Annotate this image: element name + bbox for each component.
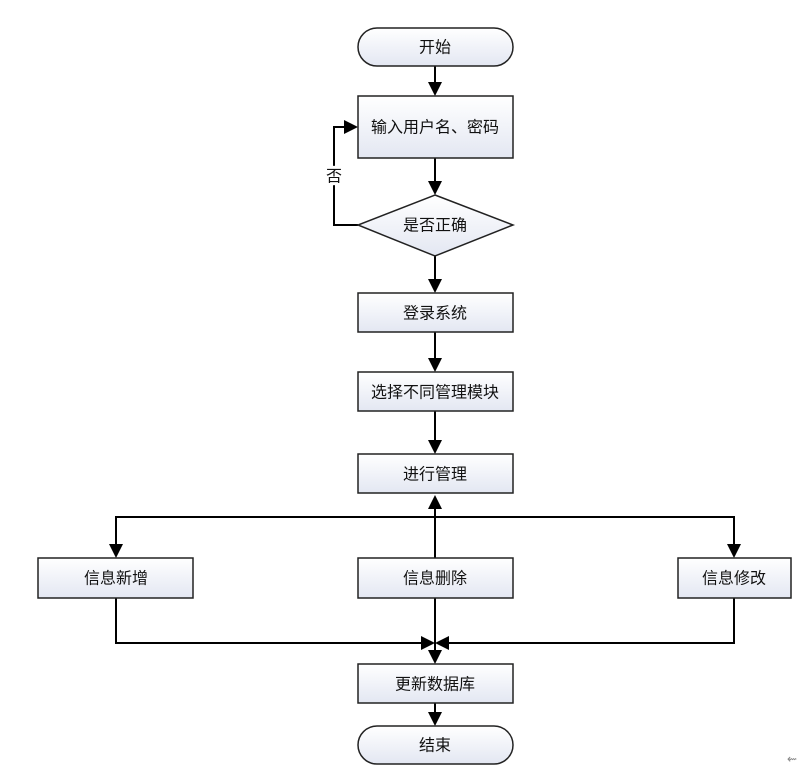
- corner-arrow-icon: ⇜: [786, 752, 797, 766]
- arrow-start-to-input: [428, 82, 442, 96]
- node-delete: 信息删除: [357, 557, 514, 599]
- arrow-decision-to-login: [428, 279, 442, 293]
- arrowheads: [109, 82, 741, 726]
- node-start: 开始: [357, 27, 514, 67]
- arrow-login-to-select: [428, 358, 442, 372]
- node-decision: 是否正确: [355, 194, 516, 257]
- arrow-update-to-end: [428, 712, 442, 726]
- arrow-right-merge: [435, 636, 449, 650]
- node-end-label: 结束: [419, 736, 451, 755]
- arrow-left-merge: [421, 636, 435, 650]
- node-modify-label: 信息修改: [702, 569, 766, 588]
- node-input-label: 输入用户名、密码: [371, 118, 499, 137]
- arrow-merge-to-update: [428, 650, 442, 664]
- arrow-input-to-decision: [428, 181, 442, 195]
- node-start-label: 开始: [419, 38, 451, 57]
- node-select: 选择不同管理模块: [357, 371, 514, 412]
- arrow-up-to-manage: [428, 495, 442, 509]
- node-update-label: 更新数据库: [395, 675, 475, 694]
- connectors: [115, 66, 735, 714]
- edge-no-label: 否: [326, 167, 342, 186]
- node-add: 信息新增: [37, 557, 194, 599]
- node-manage-label: 进行管理: [403, 465, 467, 484]
- node-login-label: 登录系统: [403, 304, 467, 323]
- node-modify: 信息修改: [677, 557, 792, 599]
- node-decision-label: 是否正确: [403, 216, 467, 235]
- node-manage: 进行管理: [357, 453, 514, 494]
- node-login: 登录系统: [357, 292, 514, 333]
- arrow-no-loop-to-input: [344, 120, 358, 134]
- node-delete-label: 信息删除: [403, 569, 467, 588]
- node-input: 输入用户名、密码: [357, 95, 514, 159]
- node-update: 更新数据库: [357, 663, 514, 704]
- arrow-select-to-manage: [428, 440, 442, 454]
- arrow-to-add: [109, 544, 123, 558]
- node-end: 结束: [357, 725, 514, 765]
- node-add-label: 信息新增: [84, 569, 148, 588]
- node-select-label: 选择不同管理模块: [371, 383, 499, 402]
- arrow-to-modify: [727, 544, 741, 558]
